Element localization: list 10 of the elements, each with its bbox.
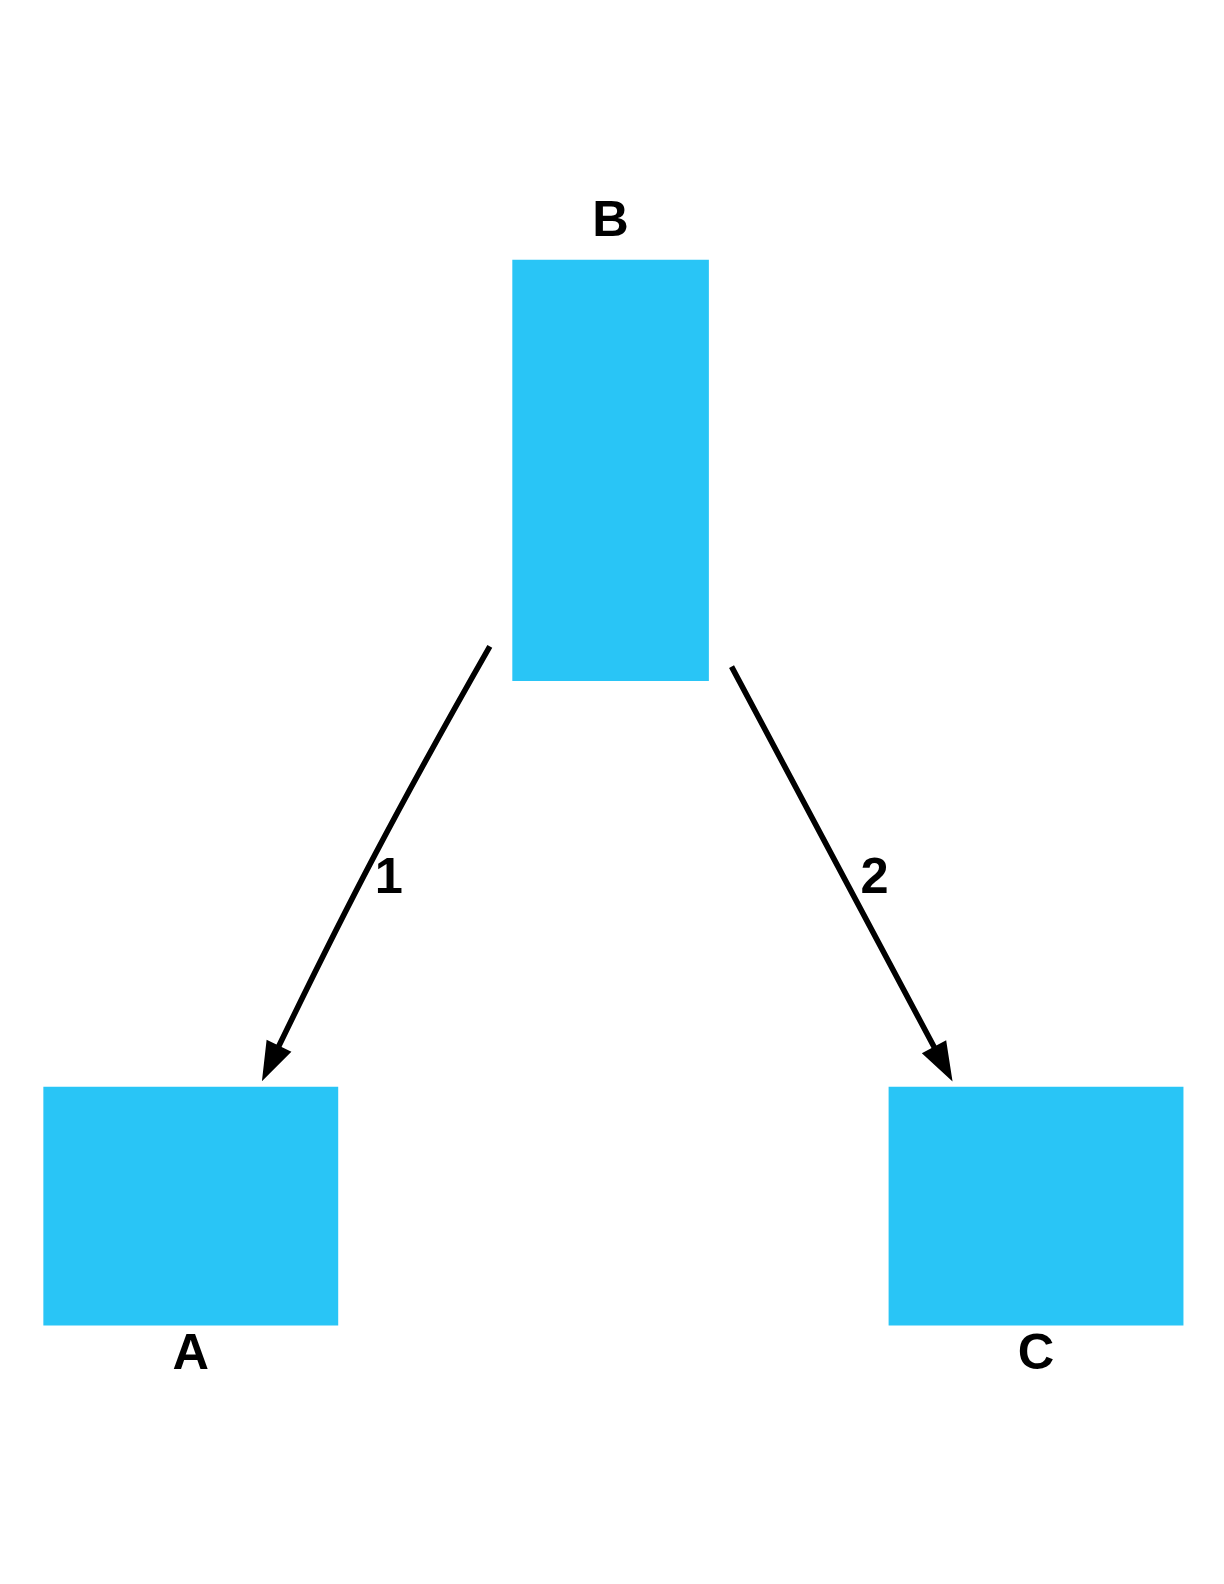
edge-label: 2 [860,846,889,904]
node-label: B [592,189,629,247]
edge-label: 1 [374,846,403,904]
node-label: C [1017,1322,1055,1380]
node-box [888,1086,1184,1326]
arrow [729,665,953,1082]
node-box [512,259,709,682]
node-box [43,1086,339,1326]
arrow [261,645,493,1082]
node-label: A [172,1322,210,1380]
